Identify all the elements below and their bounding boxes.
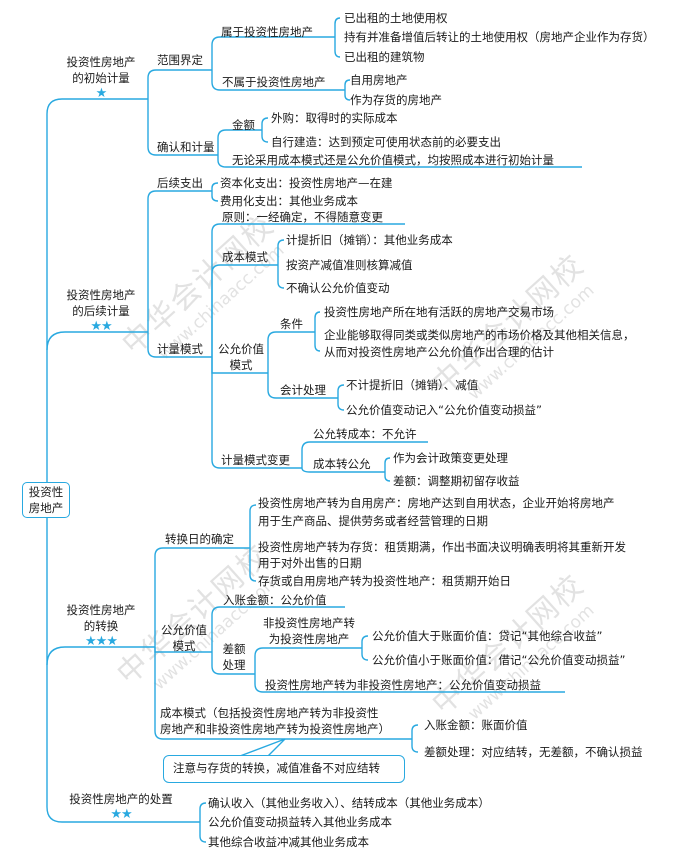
cost-model-item: 按资产减值准则核算减值 xyxy=(286,258,413,272)
belongs-node: 属于投资性房地产 xyxy=(221,25,313,39)
cost-to-fv-item: 差额：调整期初留存收益 xyxy=(393,474,520,488)
difference-line1: 差额 xyxy=(222,642,246,656)
fv-model-line2: 模式 xyxy=(172,639,196,653)
conversion-date-item: 用于对外出售的日期 xyxy=(258,556,362,570)
disposal-title-text: 投资性房地产的处置 xyxy=(69,792,173,806)
initial-title: 投资性房地产 的初始计量 ★ xyxy=(55,54,147,102)
scope-node: 范围界定 xyxy=(157,53,203,67)
condition-item: 企业能够取得同类或类似房地产的市场价格及其他相关信息， xyxy=(324,328,635,342)
expenditure-node: 后续支出 xyxy=(157,176,203,190)
initial-title-line1: 投资性房地产 xyxy=(66,55,136,69)
not-belongs-item: 自用房地产 xyxy=(350,73,408,87)
conversion-cost-item: 差额处理：对应结转，无差额，不确认损益 xyxy=(424,745,643,759)
not-belongs-node: 不属于投资性房地产 xyxy=(222,75,326,89)
star-icon: ★★★ xyxy=(85,634,118,649)
expenditure-item: 费用化支出：其他业务成本 xyxy=(220,194,358,208)
cost-model-item: 不确认公允价值变动 xyxy=(286,281,390,295)
conversion-title-line2: 的转换 xyxy=(83,619,119,633)
model-change-node: 计量模式变更 xyxy=(221,453,290,467)
non-to-inv-item: 公允价值小于账面价值：借记“公允价值变动损益” xyxy=(372,653,626,667)
initial-title-line2: 的初始计量 xyxy=(72,71,130,85)
conversion-fv-model-node: 公允价值 模式 xyxy=(158,622,210,654)
root-label-line2: 房地产 xyxy=(28,501,64,515)
cost-model-node: 成本模式 xyxy=(222,250,268,264)
conversion-title: 投资性房地产 的转换 ★★★ xyxy=(55,602,147,650)
cost-model-line2: 房地产和非投资性房地产转为投资性房地产） xyxy=(160,722,390,736)
model-node: 计量模式 xyxy=(157,342,203,356)
non-to-inv-line1: 非投资性房地产转 xyxy=(263,616,355,630)
conversion-date-item: 投资性房地产转为自用房产：房地产达到自用状态，企业开始将房地产 xyxy=(258,496,615,510)
subsequent-title-line2: 的后续计量 xyxy=(72,304,130,318)
root-node: 投资性 房地产 xyxy=(22,482,70,518)
conversion-date-item: 存货或自用房地产转为投资性地产：租赁期开始日 xyxy=(258,574,511,588)
subsequent-title-line1: 投资性房地产 xyxy=(66,288,136,302)
disposal-title: 投资性房地产的处置 ★★ xyxy=(58,791,184,823)
cost-to-fv-node: 成本转公允 xyxy=(313,457,371,471)
note-callout: 注意与存货的转换，减值准备不对应结转 xyxy=(163,755,405,783)
amount-item: 自行建造：达到预定可使用状态前的必要支出 xyxy=(271,135,501,149)
accounting-item: 公允价值变动记入“公允价值变动损益” xyxy=(346,403,542,417)
cost-model-line1: 成本模式（包括投资性房地产转为非投资性 xyxy=(160,706,379,720)
fv-to-cost-node: 公允转成本：不允许 xyxy=(313,427,417,441)
star-icon: ★★ xyxy=(110,807,132,822)
amount-item: 外购：取得时的实际成本 xyxy=(271,111,398,125)
conversion-title-line1: 投资性房地产 xyxy=(66,603,136,617)
condition-item: 从而对投资性房地产公允价值作出合理的估计 xyxy=(324,345,554,359)
disposal-item: 确认收入（其他业务收入）、结转成本（其他业务成本） xyxy=(208,796,490,810)
non-to-inv-line2: 为投资性房地产 xyxy=(268,632,350,646)
amount-node: 金额 xyxy=(232,118,255,132)
expenditure-item: 资本化支出：投资性房地产—在建 xyxy=(220,176,393,190)
principle-node: 原则：一经确定，不得随意变更 xyxy=(222,210,383,224)
fv-model-node: 公允价值 模式 xyxy=(216,341,266,373)
cost-model-item: 计提折旧（摊销）：其他业务成本 xyxy=(286,233,453,247)
condition-item: 投资性房地产所在地有活跃的房地产交易市场 xyxy=(324,305,554,319)
star-icon: ★★ xyxy=(90,319,112,334)
recognition-node: 确认和计量 xyxy=(157,140,215,154)
subsequent-title: 投资性房地产 的后续计量 ★★ xyxy=(55,287,147,335)
non-to-inv-item: 公允价值大于账面价值：贷记“其他综合收益” xyxy=(372,629,603,643)
non-to-inv-node: 非投资性房地产转 为投资性房地产 xyxy=(258,615,360,647)
accounting-node: 会计处理 xyxy=(280,383,326,397)
inv-to-non-node: 投资性房地产转为非投资性房地产：公允价值变动损益 xyxy=(265,678,541,692)
difference-node: 差额 处理 xyxy=(218,641,250,673)
conversion-cost-model-node: 成本模式（包括投资性房地产转为非投资性 房地产和非投资性房地产转为投资性房地产） xyxy=(160,705,390,737)
fv-model-line2: 模式 xyxy=(229,358,253,372)
belongs-item: 持有并准备增值后转让的土地使用权（房地产企业作为存货） xyxy=(344,30,655,44)
not-belongs-item: 作为存货的房地产 xyxy=(350,93,442,107)
disposal-item: 公允价值变动损益转入其他业务成本 xyxy=(208,815,392,829)
initial-rule: 无论采用成本模式还是公允价值模式，均按照成本进行初始计量 xyxy=(232,153,554,167)
belongs-item: 已出租的建筑物 xyxy=(344,50,425,64)
disposal-item: 其他综合收益冲减其他业务成本 xyxy=(208,835,369,849)
difference-line2: 处理 xyxy=(222,658,246,672)
accounting-item: 不计提折旧（摊销）、减值 xyxy=(346,378,479,392)
fv-model-line1: 公允价值 xyxy=(161,623,207,637)
star-icon: ★ xyxy=(95,86,108,101)
conversion-date-item: 用于生产商品、提供劳务或者经营管理的日期 xyxy=(258,514,488,528)
conversion-date-node: 转换日的确定 xyxy=(165,532,234,546)
cost-to-fv-item: 作为会计政策变更处理 xyxy=(393,451,508,465)
conditions-node: 条件 xyxy=(280,317,303,331)
conversion-date-item: 投资性房地产转为存货：租赁期满，作出书面决议明确表明将其重新开发 xyxy=(258,540,626,554)
belongs-item: 已出租的土地使用权 xyxy=(344,11,448,25)
fv-model-line1: 公允价值 xyxy=(218,342,264,356)
entry-amount-node: 入账金额：公允价值 xyxy=(223,593,327,607)
root-label-line1: 投资性 xyxy=(28,485,64,499)
conversion-cost-item: 入账金额：账面价值 xyxy=(424,718,528,732)
